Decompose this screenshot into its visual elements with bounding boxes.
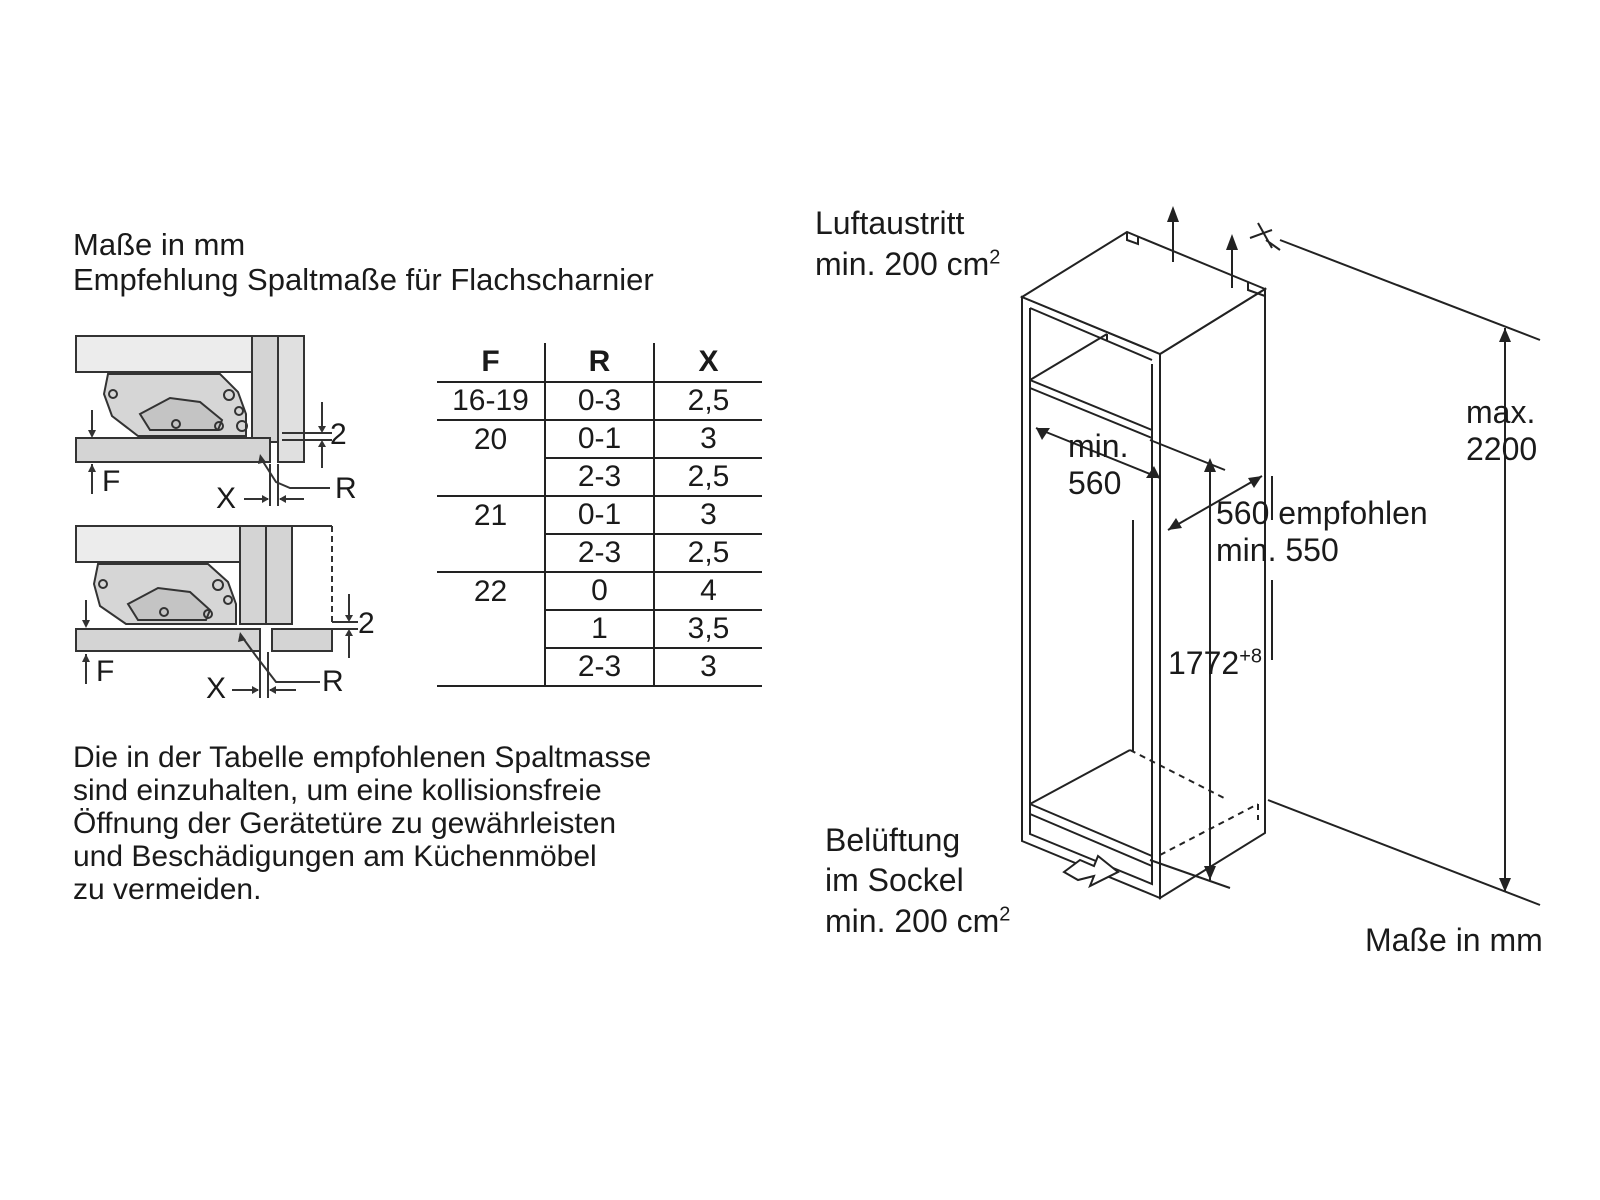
table-row: 1 3,5 [437,610,762,649]
table-row: 22 0 4 [437,572,762,611]
note-line: Öffnung der Gerätetüre zu gewährleisten [73,807,617,840]
ventilation-label-line2: im Sockel [825,862,964,898]
table-cell: 3 [653,420,762,459]
table-cell: 2-3 [544,458,654,497]
max-height-label-line2: 2200 [1466,431,1538,467]
table-cell: 21 [473,498,508,532]
gap-table: F R X 16-19 0-3 2,5 20 0-1 3 2-3 2,5 21 … [437,343,762,687]
table-cell: 3,5 [653,610,762,649]
hinge-top-gap-label: 2 [330,418,347,451]
table-cell: 3 [653,648,762,687]
table-row: 16-19 0-3 2,5 [437,382,762,421]
hinge-bottom-bottom-slab [75,628,261,652]
table-cell: 0-3 [544,382,654,421]
table-cell: 3 [653,496,762,535]
niche-height-label: 1772+8 [1168,645,1262,681]
depth-label-line2: min. 550 [1216,532,1339,568]
hinge-bottom-cabinet-slab [75,525,241,563]
table-header-r: R [544,343,654,383]
width-min-label-line2: 560 [1068,465,1122,501]
table-cell: 0-1 [544,420,654,459]
note-line: Die in der Tabelle empfohlenen Spaltmass… [73,741,652,774]
hinge-top-bottom-slab [75,437,271,463]
air-outlet-label-line1: Luftaustritt [815,205,965,241]
note-line: und Beschädigungen am Küchenmöbel [73,840,597,873]
hinge-bottom-door-inner [239,525,267,625]
ventilation-label-line3: min. 200 cm2 [825,903,1011,939]
hinge-bottom-f-label: F [96,655,115,688]
niche-units-label: Maße in mm [1365,922,1543,958]
max-height-label-line1: max. [1466,394,1536,430]
table-row: 2-3 3 [437,648,762,687]
page-subtitle: Empfehlung Spaltmaße für Flachscharnier [73,262,654,297]
table-cell [437,648,545,687]
hinge-bottom-gap-label: 2 [358,607,375,640]
table-row: 2-3 2,5 [437,458,762,497]
hinge-top-r-label: R [335,472,357,505]
table-cell: 22 [473,574,508,608]
hinge-top-cabinet-slab [75,335,253,373]
table-cell: 0-1 [544,496,654,535]
table-cell: 2,5 [653,458,762,497]
table-cell: 0 [544,572,654,611]
table-cell: 2,5 [653,534,762,573]
table-cell [437,534,545,573]
hinge-bottom-r-label: R [322,665,344,698]
table-row: 21 0-1 3 [437,496,762,535]
table-header-row: F R X [437,343,762,383]
table-cell: 2,5 [653,382,762,421]
table-header-x: X [653,343,762,383]
table-cell: 16-19 [437,382,545,421]
table-cell: 2-3 [544,534,654,573]
hinge-top-f-label: F [102,465,121,498]
table-row: 20 0-1 3 [437,420,762,459]
depth-label-line1: 560 empfohlen [1216,495,1428,531]
table-cell: 20 [473,422,508,456]
width-min-label-line1: min. [1068,428,1129,464]
table-cell: 4 [653,572,762,611]
niche-height-tolerance: +8 [1239,645,1262,668]
note-line: sind einzuhalten, um eine kollisionsfrei… [73,774,602,807]
table-cell: 1 [544,610,654,649]
table-cell [437,458,545,497]
ventilation-unit-exponent: 2 [999,903,1011,926]
table-row: 2-3 2,5 [437,534,762,573]
note-line: zu vermeiden. [73,873,262,906]
air-outlet-unit-exponent: 2 [989,246,1001,269]
ventilation-label-line1: Belüftung [825,822,961,858]
units-label: Maße in mm [73,227,246,262]
hinge-bottom-x-label: X [206,672,227,705]
table-cell: 2-3 [544,648,654,687]
air-outlet-label-line2: min. 200 cm2 [815,246,1001,282]
hinge-top-x-label: X [216,482,237,515]
table-header-f: F [437,343,545,383]
